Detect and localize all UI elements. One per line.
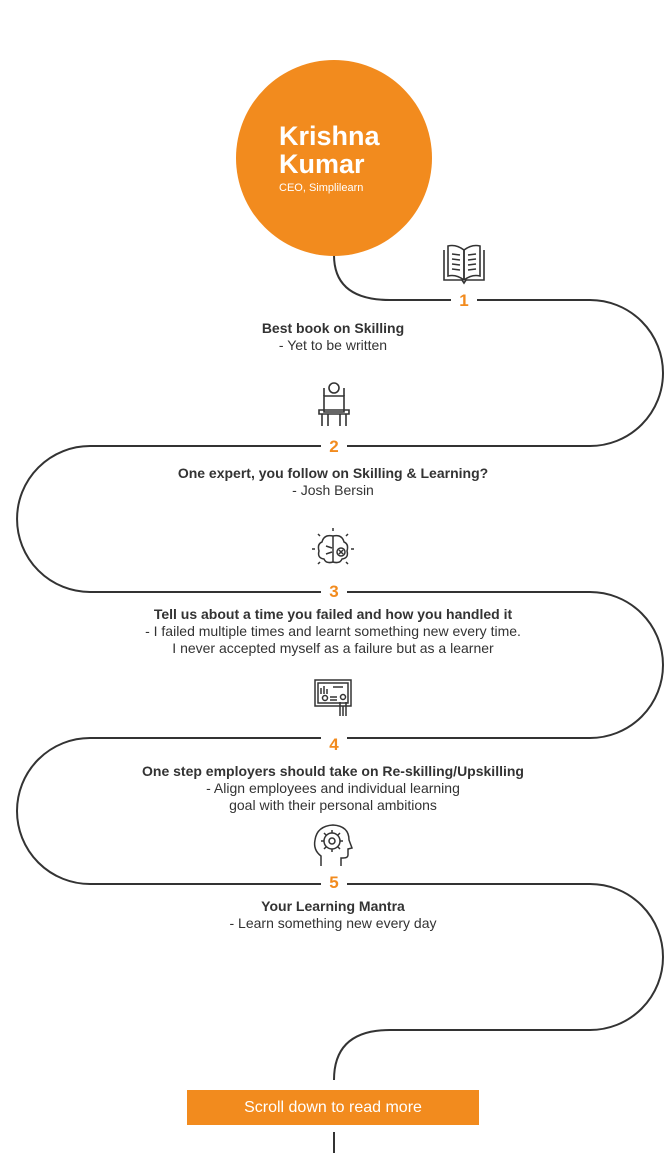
profile-last-name: Kumar [279, 149, 365, 179]
answer-text: - Yet to be written [278, 337, 388, 353]
step-number-4: 4 [321, 734, 347, 756]
book-icon [440, 240, 488, 291]
person-at-desk-icon [315, 380, 353, 433]
question-block-1: Best book on Skilling - Yet to be writte… [0, 320, 666, 354]
answer-text-line-2: I never accepted myself as a failure but… [172, 640, 494, 656]
answer-text: - Learn something new every day [229, 915, 437, 931]
step-number-2: 2 [321, 436, 347, 458]
profile-first-name: Krishna [279, 121, 380, 151]
step-number-1: 1 [451, 290, 477, 312]
question-block-4: One step employers should take on Re-ski… [0, 763, 666, 814]
presentation-board-icon [313, 676, 353, 725]
answer-text: - Align employees and individual learnin… [206, 780, 460, 796]
question-title: One step employers should take on Re-ski… [142, 763, 524, 779]
step-number-5: 5 [321, 872, 347, 894]
question-title: Tell us about a time you failed and how … [153, 606, 513, 622]
profile-circle: Krishna Kumar CEO, Simplilearn [236, 60, 432, 256]
question-title: Your Learning Mantra [261, 898, 405, 914]
answer-text: - I failed multiple times and learnt som… [145, 623, 521, 639]
question-block-5: Your Learning Mantra - Learn something n… [0, 898, 666, 932]
question-block-3: Tell us about a time you failed and how … [0, 606, 666, 657]
answer-text-line-2: goal with their personal ambitions [229, 797, 437, 813]
question-block-2: One expert, you follow on Skilling & Lea… [0, 465, 666, 499]
answer-text: - Josh Bersin [292, 482, 374, 498]
question-title: Best book on Skilling [261, 320, 405, 336]
step-number-3: 3 [321, 581, 347, 603]
question-title: One expert, you follow on Skilling & Lea… [177, 465, 489, 481]
profile-role: CEO, Simplilearn [279, 182, 364, 194]
scroll-down-button[interactable]: Scroll down to read more [187, 1090, 479, 1125]
head-gear-icon [311, 822, 353, 873]
brain-icon [310, 526, 356, 577]
